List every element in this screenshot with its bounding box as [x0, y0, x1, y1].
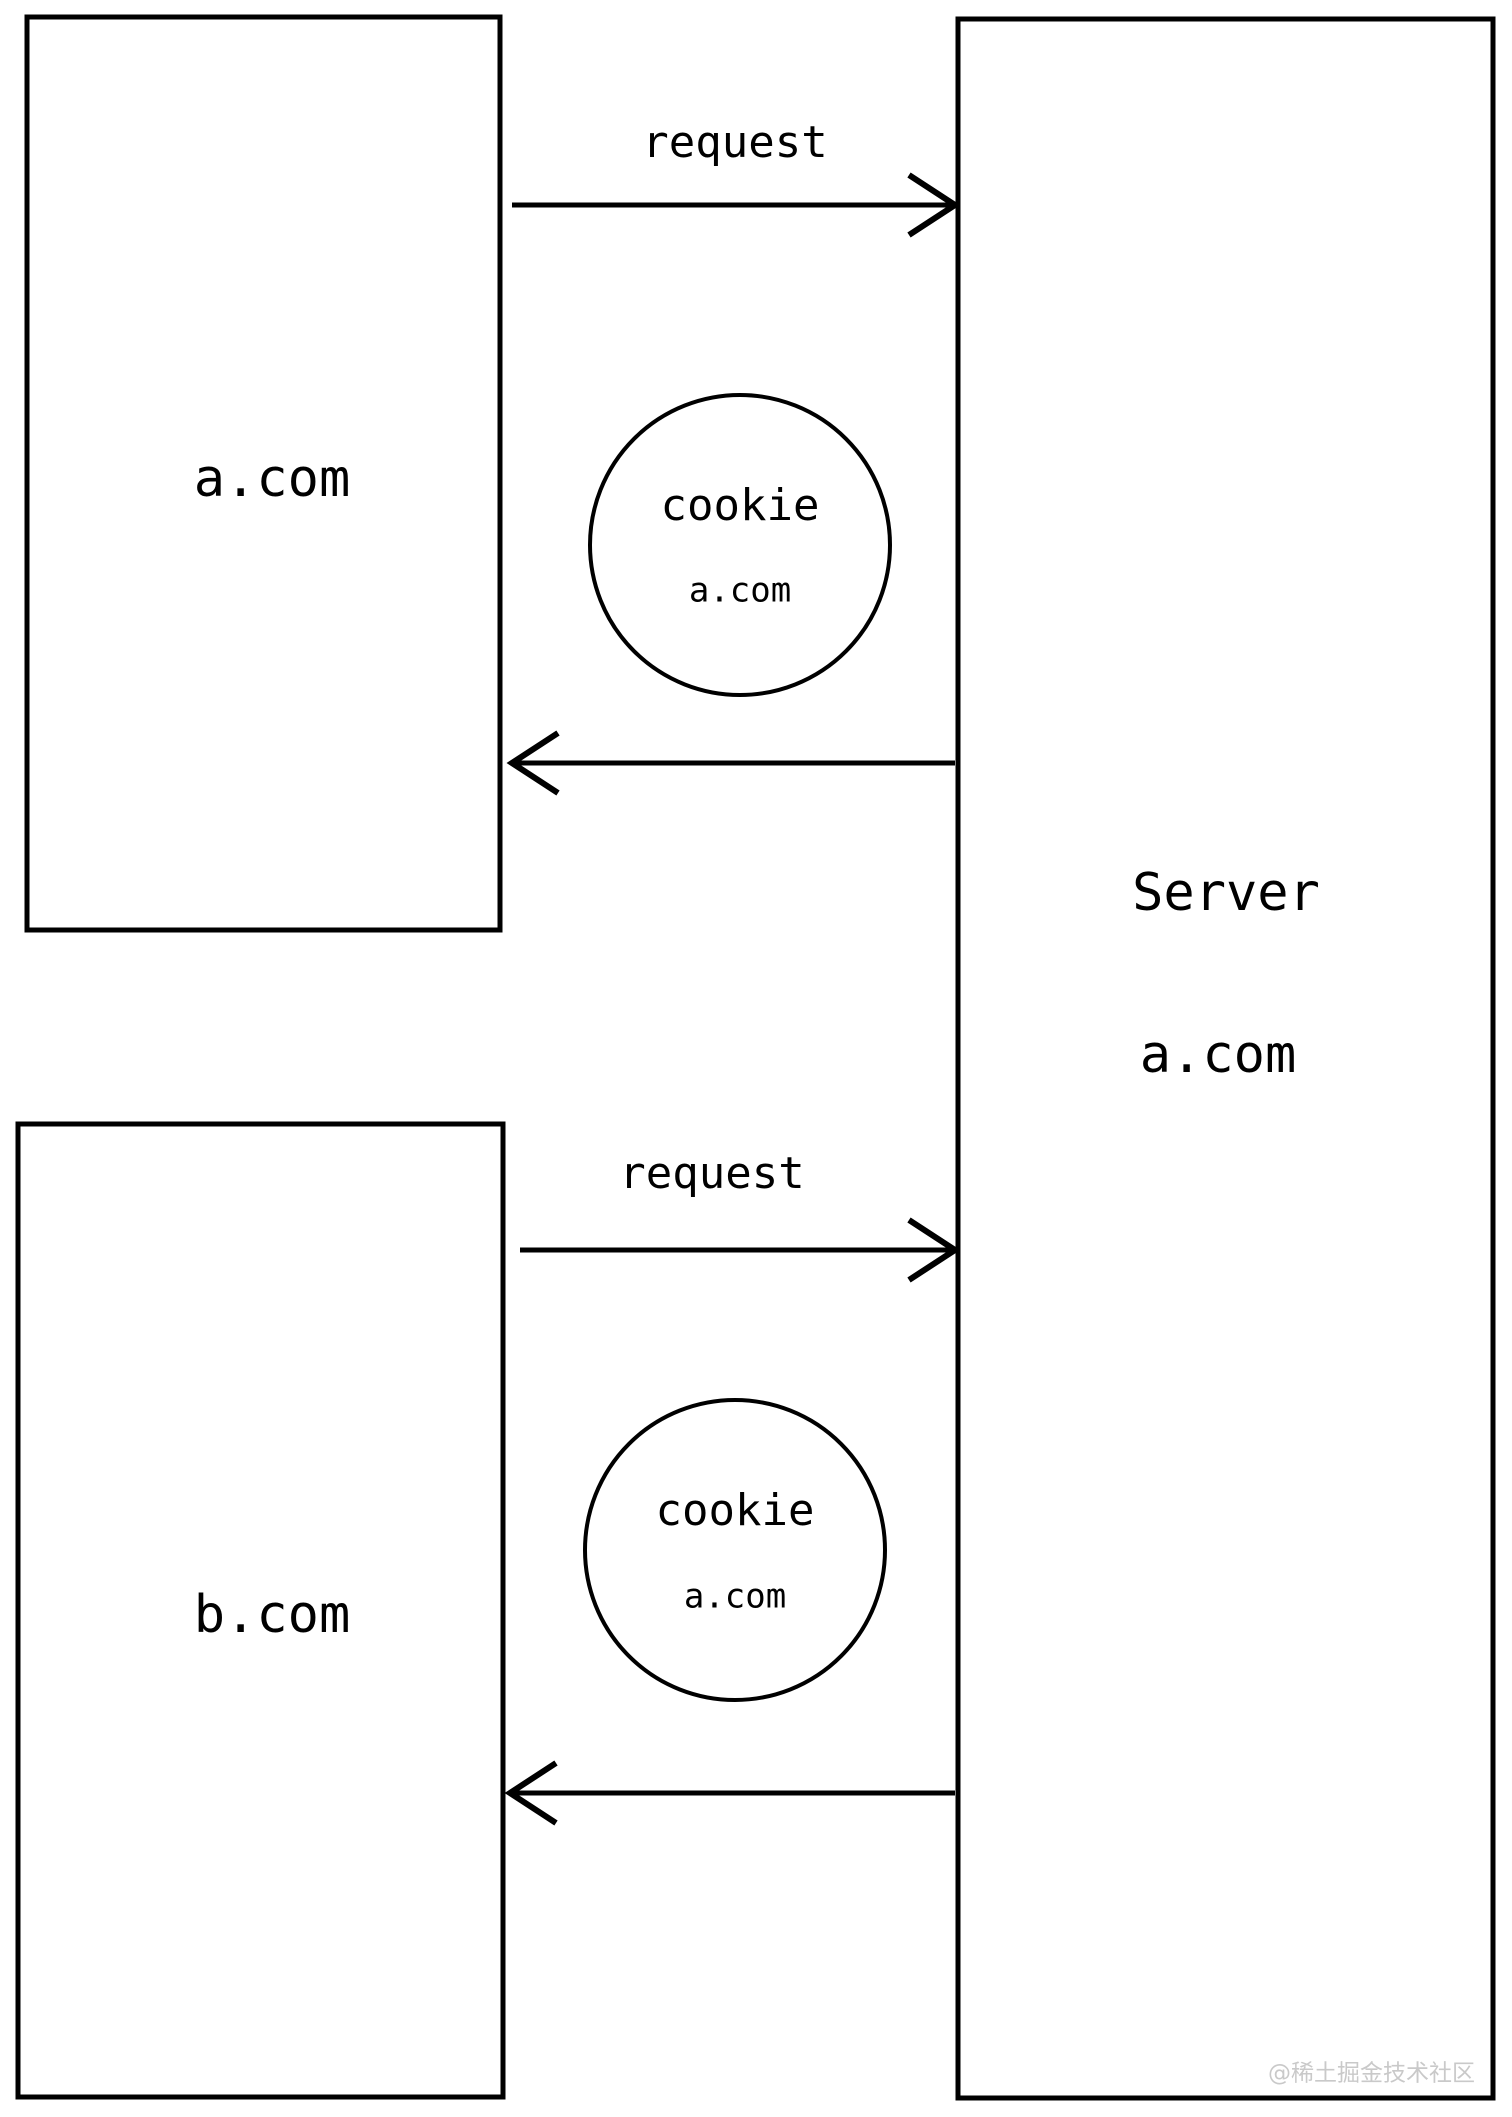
request-arrow-a: request: [512, 117, 961, 238]
request-arrow-b: request: [520, 1148, 961, 1283]
cookie-bubble-a-sublabel: a.com: [689, 571, 791, 611]
cookie-bubble-a: cookie a.com: [588, 393, 892, 697]
response-arrow-a-head-icon: [506, 730, 560, 796]
server-box-label: Server: [1132, 863, 1320, 923]
response-arrow-b: [504, 1760, 955, 1826]
cookie-bubble-b-title: cookie: [656, 1485, 815, 1536]
response-arrow-b-head-icon: [504, 1760, 558, 1826]
request-arrow-a-head-icon: [907, 172, 961, 238]
client-box-a-label: a.com: [194, 449, 351, 509]
client-box-a: [24, 14, 503, 933]
client-box-b: [15, 1121, 506, 2100]
request-arrow-a-label: request: [642, 117, 827, 168]
request-arrow-b-head-icon: [907, 1217, 961, 1283]
cookie-bubble-a-circle: [588, 393, 892, 697]
server-box-sublabel: a.com: [1140, 1025, 1297, 1085]
cookie-bubbles-group: cookie a.com cookie a.com: [583, 393, 892, 1702]
cookie-bubble-b-sublabel: a.com: [684, 1577, 786, 1617]
cookie-bubble-b: cookie a.com: [583, 1398, 887, 1702]
response-arrow-a: [506, 730, 955, 796]
client-box-b-label: b.com: [194, 1585, 351, 1645]
cookie-bubble-b-circle: [583, 1398, 887, 1702]
request-arrow-b-label: request: [619, 1148, 804, 1199]
server-box: [955, 16, 1496, 2101]
cookie-bubble-a-title: cookie: [661, 480, 820, 531]
watermark-label: @稀土掘金技术社区: [1268, 2061, 1475, 2087]
edges-group: request request: [504, 117, 961, 1826]
